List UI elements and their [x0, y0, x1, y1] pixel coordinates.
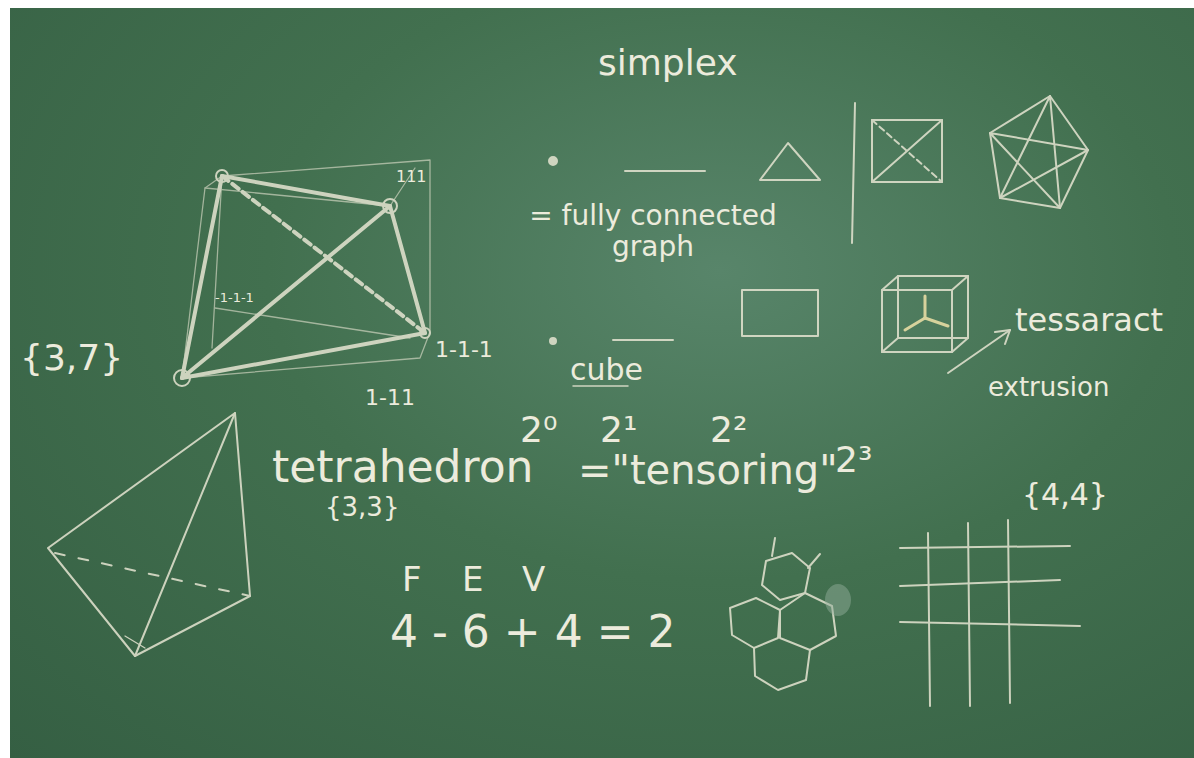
extrusion-arrow [948, 330, 1010, 373]
segment [625, 170, 705, 172]
power: 2¹ [600, 410, 637, 450]
power: 2² [710, 410, 747, 450]
tetrahedron-sketch [48, 413, 250, 656]
power: 2³ [835, 440, 872, 480]
column-head: F [402, 561, 422, 598]
euler-formula: 4 - 6 + 4 = 2 [390, 608, 676, 656]
square-grid [900, 520, 1080, 706]
term: extrusion [988, 373, 1109, 402]
heading: simplex [598, 43, 738, 83]
schlafli-symbol: {4,4} [1022, 478, 1108, 511]
heading: tetrahedron [272, 443, 533, 491]
smudge [825, 584, 851, 616]
segment [613, 339, 673, 341]
cube-sketch [882, 276, 968, 352]
note: = fully connected graph [528, 201, 778, 263]
divider [852, 103, 855, 243]
coordinate: -1-1-1 [215, 291, 254, 305]
triangle [760, 143, 820, 180]
pentachoron-graph [990, 96, 1088, 208]
tetrahedron-graph [872, 120, 942, 182]
column-head: V [522, 561, 545, 598]
note: ="tensoring" [578, 448, 838, 492]
point [549, 157, 557, 165]
hexagon-tiling [730, 538, 836, 690]
coordinate: 111 [396, 168, 427, 186]
term: tessaract [1015, 303, 1163, 338]
coordinate: 1-11 [365, 386, 415, 410]
cube-frame [182, 160, 430, 378]
chalkboard: simplex = fully connected graph tessaract e… [10, 8, 1194, 758]
coordinate: 1-1-1 [435, 338, 493, 362]
column-head: E [462, 561, 483, 598]
heading: cube [570, 353, 643, 386]
point [550, 338, 556, 344]
inscribed-tetrahedron [174, 170, 430, 386]
square [742, 290, 818, 336]
schlafli-symbol: {3,3} [325, 493, 399, 522]
schlafli-symbol: {3,7} [20, 338, 123, 378]
